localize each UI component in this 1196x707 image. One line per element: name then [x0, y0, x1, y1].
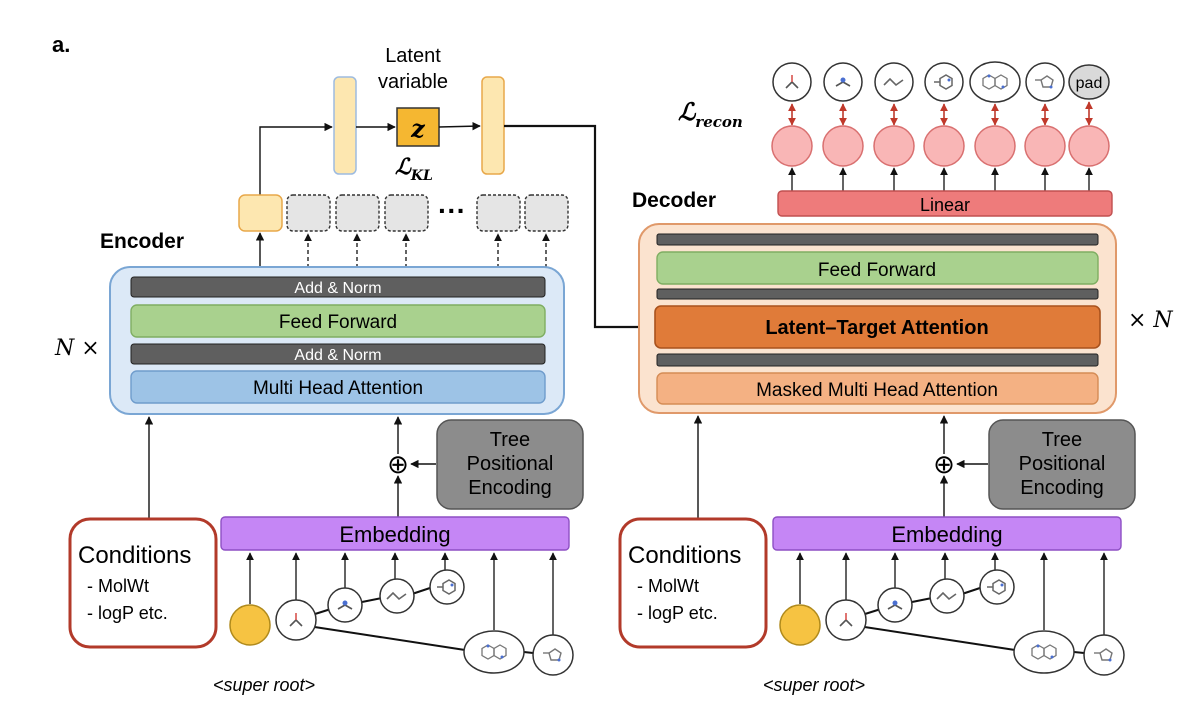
- encoder-condition-logp: - logP etc.: [87, 603, 168, 623]
- decoder-token-arrows: [796, 552, 1108, 636]
- decoder-output-probabilities: [771, 125, 1110, 167]
- encoder-add-norm-top-label: Add & Norm: [294, 280, 381, 297]
- decoder-tree-pe-line2: Positional: [1019, 453, 1106, 475]
- encoder-output-tokens: [286, 194, 569, 232]
- output-probability-node: [1068, 125, 1110, 167]
- decoder-tree-positional-encoding: [988, 419, 1136, 510]
- output-fragment-node: [1025, 62, 1065, 102]
- encoder-output-token: [286, 194, 331, 232]
- pad-token-node: [1068, 64, 1110, 100]
- decoder-plus-icon: ⊕: [933, 449, 955, 479]
- decoder-masked-mha-label: Masked Multi Head Attention: [756, 380, 998, 401]
- decoder-masked-multi-head-attention: [656, 372, 1099, 405]
- decoder-tree-pe-line3: Encoding: [1020, 477, 1103, 499]
- decoder-condition-molwt: - MolWt: [637, 576, 699, 596]
- encoder-output-cls-token: [238, 194, 283, 232]
- decoder-feed-forward: [656, 251, 1099, 285]
- decoder-add-norm-top: [656, 233, 1099, 246]
- encoder-tree-positional-encoding: [436, 419, 584, 510]
- encoder-tree-pe-line2: Positional: [467, 453, 554, 475]
- decoder-linear-label: Linear: [920, 195, 970, 215]
- latent-decoded-vector: [481, 76, 505, 175]
- encoder-add-norm-top: [130, 276, 546, 298]
- kl-loss-label: ℒKL: [395, 154, 433, 184]
- encoder-conditions-box: [68, 517, 218, 649]
- encoder-repeat-label: N ×: [54, 336, 100, 361]
- encoder-plus-icon: ⊕: [387, 449, 409, 479]
- arrow-to-latent: [259, 122, 333, 195]
- encoder-multi-head-attention-label: Multi Head Attention: [253, 378, 423, 399]
- encoder-embedding-label: Embedding: [339, 522, 450, 547]
- encoder-output-token: [384, 194, 429, 232]
- decoder-linear: [777, 190, 1113, 217]
- encoder-super-root-label: <super root>: [213, 675, 315, 695]
- decoder-fragment-nodes: [825, 569, 1125, 676]
- panel-label: a.: [52, 32, 70, 57]
- decoder-latent-target-attention: [654, 305, 1101, 349]
- encoder-dashed-arrows: [304, 233, 550, 268]
- encoder-tree-pe-line3: Encoding: [468, 477, 551, 499]
- decoder-conditions-title: Conditions: [628, 542, 741, 569]
- decoder-embedding-label: Embedding: [891, 522, 1002, 547]
- decoder-condition-logp: - logP etc.: [637, 603, 718, 623]
- latent-caption-line2: variable: [378, 71, 448, 93]
- encoder-title: Encoder: [100, 230, 184, 253]
- output-fragment-node: [924, 62, 964, 102]
- recon-loss-label: ℒrecon: [678, 97, 743, 131]
- decoder-latent-target-attention-label: Latent–Target Attention: [765, 317, 988, 339]
- fragment-node: [532, 634, 574, 676]
- decoder-add-norm-middle: [656, 288, 1099, 300]
- pad-token-label: pad: [1076, 75, 1103, 92]
- fragment-node: [1083, 634, 1125, 676]
- latent-mean-vector: [333, 76, 357, 175]
- encoder-conditions-title: Conditions: [78, 542, 191, 569]
- arrow-from-z: [438, 121, 481, 131]
- output-probability-node: [923, 125, 965, 167]
- decoder-tree-pe-line1: Tree: [1042, 429, 1082, 451]
- encoder-tree-pe-line1: Tree: [490, 429, 530, 451]
- encoder-super-root-node: [229, 604, 271, 646]
- recon-loss-arrows: [788, 101, 1093, 126]
- output-probability-node: [1024, 125, 1066, 167]
- z-box: [396, 107, 440, 147]
- decoder-embedding: [772, 516, 1122, 551]
- output-probability-node: [873, 125, 915, 167]
- output-probability-node: [974, 125, 1016, 167]
- encoder-output-token: [524, 194, 569, 232]
- fragment-node: [979, 569, 1015, 605]
- encoder-add-norm-bottom: [130, 343, 546, 365]
- encoder-add-norm-bottom-label: Add & Norm: [294, 347, 381, 364]
- encoder-condition-molwt: - MolWt: [87, 576, 149, 596]
- decoder-add-norm-bottom: [656, 353, 1099, 367]
- encoder-token-arrows: [246, 552, 557, 636]
- encoder-output-token: [476, 194, 521, 232]
- decoder-feed-forward-label: Feed Forward: [818, 260, 936, 281]
- linear-to-output-arrows: [788, 167, 1093, 191]
- output-probability-node: [822, 125, 864, 167]
- decoder-output-fragments: pad: [772, 61, 1110, 103]
- decoder-conditions-box: [618, 517, 768, 649]
- fragment-node: [429, 569, 465, 605]
- output-probability-node: [771, 125, 813, 167]
- decoder-super-root-label: <super root>: [763, 675, 865, 695]
- encoder-output-token: [335, 194, 380, 232]
- decoder-repeat-label: × N: [1128, 308, 1173, 333]
- decoder-title: Decoder: [632, 189, 716, 212]
- encoder-embedding: [220, 516, 570, 551]
- latent-to-decoder-arrow: [504, 124, 654, 334]
- decoder-super-root-node: [779, 604, 821, 646]
- encoder-fragment-nodes: [275, 569, 574, 676]
- latent-caption-line1: Latent: [385, 45, 441, 67]
- z-symbol: z: [410, 114, 426, 143]
- encoder-feed-forward: [130, 304, 546, 338]
- encoder-feed-forward-label: Feed Forward: [279, 312, 397, 333]
- encoder-ellipsis: ···: [438, 195, 466, 226]
- encoder-multi-head-attention: [130, 370, 546, 404]
